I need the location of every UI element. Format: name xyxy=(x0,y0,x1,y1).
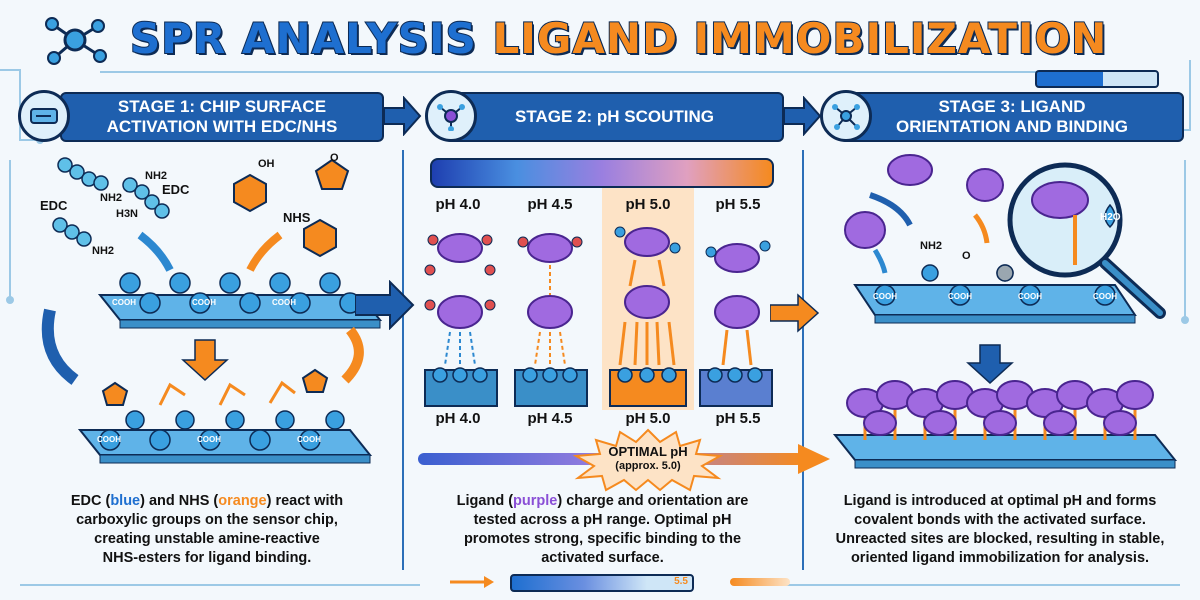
top-ph-label-1: pH 4.0 xyxy=(435,196,481,213)
cap2-line3: promotes strong, specific binding to the xyxy=(463,531,742,547)
cooh-label-7: COOH xyxy=(873,292,897,301)
cap1-b: ) and NHS ( xyxy=(140,493,219,509)
label-nh2-a: NH2 xyxy=(145,170,168,182)
cap3-line3: Unreacted sites are blocked, resulting i… xyxy=(835,531,1165,547)
stage-3-caption: Ligand is introduced at optimal pH and f… xyxy=(810,492,1190,568)
optimal-ph-label: OPTIMAL pH (approx. 5.0) xyxy=(580,444,716,474)
cap1-line2: carboxylic groups on the sensor chip, xyxy=(76,512,338,528)
bottom-ph-label-3: pH 5.0 xyxy=(625,410,671,427)
label-h3n: H3N xyxy=(116,208,139,220)
flow-arrow-1 xyxy=(355,280,415,330)
optimal-line-1: OPTIMAL pH xyxy=(608,444,688,459)
cap2-a: Ligand ( xyxy=(456,493,514,509)
cap3-line4: oriented ligand immobilization for analy… xyxy=(850,550,1150,566)
stage-1-caption: EDC (blue) and NHS (orange) react with c… xyxy=(22,492,392,568)
divider-2 xyxy=(802,150,804,570)
stage3-label-o: O xyxy=(962,250,971,262)
cooh-label-3: COOH xyxy=(272,298,296,307)
molecule-icon xyxy=(45,17,107,65)
cap1-c: ) react with xyxy=(266,493,344,509)
label-nhs: NHS xyxy=(283,210,311,225)
cap1-orange: orange xyxy=(218,493,267,509)
stage-arrow-2 xyxy=(783,96,822,136)
label-nh2-b: NH2 xyxy=(100,192,123,204)
stage3-label-h2o: H2O xyxy=(1100,212,1121,223)
label-edc-2: EDC xyxy=(162,182,190,197)
header-progress-bar xyxy=(1035,70,1159,88)
cap1-a: EDC ( xyxy=(70,493,111,509)
cap1-line3: creating unstable amine-reactive xyxy=(94,531,320,547)
footer-progress-bar: 5.5 xyxy=(510,574,694,592)
divider-1 xyxy=(402,150,404,570)
ph-gradient-bar xyxy=(430,158,774,188)
stage-3-illustration xyxy=(832,154,1178,469)
cap2-b: ) charge and orientation are xyxy=(557,493,749,509)
bottom-ph-label-4: pH 5.5 xyxy=(715,410,761,427)
cooh-label-6: COOH xyxy=(297,435,321,444)
optimal-burst xyxy=(572,428,724,492)
optimal-line-2: (approx. 5.0) xyxy=(615,460,681,472)
top-ph-label-2: pH 4.5 xyxy=(527,196,573,213)
top-ph-label-3: pH 5.0 xyxy=(625,196,671,213)
flow-arrow-2 xyxy=(770,293,820,333)
cap2-line2: tested across a pH range. Optimal pH xyxy=(473,512,732,528)
top-ph-label-4: pH 5.5 xyxy=(715,196,761,213)
network-badge-icon xyxy=(820,90,872,142)
stage-2-banner: STAGE 2: pH SCOUTING xyxy=(445,92,784,142)
stage-3-banner: STAGE 3: LIGAND ORIENTATION AND BINDING xyxy=(840,92,1184,142)
stage-1-banner: STAGE 1: CHIP SURFACE ACTIVATION WITH ED… xyxy=(60,92,384,142)
footer-value: 5.5 xyxy=(674,576,688,587)
stage-arrow-1 xyxy=(383,96,422,136)
cooh-label-5: COOH xyxy=(197,435,221,444)
cap3-line1: Ligand is introduced at optimal pH and f… xyxy=(843,493,1157,509)
ph-scouting-illustration xyxy=(424,226,773,407)
cap1-blue: blue xyxy=(110,493,141,509)
label-nh2-c: NH2 xyxy=(92,245,115,257)
label-edc-1: EDC xyxy=(40,198,68,213)
page-title: SPR ANALYSIS LIGAND IMMOBILIZATION xyxy=(129,13,1108,64)
molecule-badge-icon xyxy=(425,90,477,142)
bottom-ph-label-1: pH 4.0 xyxy=(435,410,481,427)
label-oh: OH xyxy=(258,158,275,170)
stage-1-illustration xyxy=(41,157,383,464)
stage-2-caption: Ligand (purple) charge and orientation a… xyxy=(410,492,795,568)
footer-bar-right xyxy=(730,578,790,586)
cooh-label-2: COOH xyxy=(192,298,216,307)
cooh-label-10: COOH xyxy=(1093,292,1117,301)
cooh-label-1: COOH xyxy=(112,298,136,307)
bottom-ph-label-2: pH 4.5 xyxy=(527,410,573,427)
cap2-line4: activated surface. xyxy=(541,550,664,566)
title-part-2: LIGAND IMMOBILIZATION xyxy=(492,13,1108,64)
title-part-1: SPR ANALYSIS xyxy=(129,13,477,64)
footer-arrow-icon xyxy=(450,576,494,588)
cap2-purple: purple xyxy=(513,493,558,509)
cooh-label-9: COOH xyxy=(1018,292,1042,301)
chip-icon xyxy=(18,90,70,142)
cooh-label-8: COOH xyxy=(948,292,972,301)
stage3-label-nh2: NH2 xyxy=(920,240,943,252)
cap1-line4: NHS-esters for ligand binding. xyxy=(102,550,312,566)
cap3-line2: covalent bonds with the activated surfac… xyxy=(854,512,1146,528)
cooh-label-4: COOH xyxy=(97,435,121,444)
label-o: O xyxy=(330,152,339,164)
